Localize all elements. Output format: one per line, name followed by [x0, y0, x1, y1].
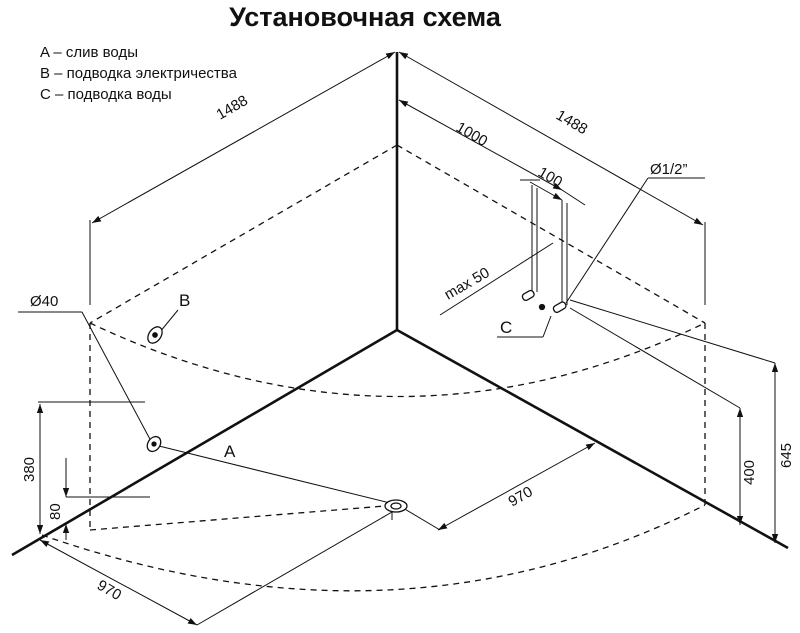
- ext-line-970-left-b: [196, 511, 393, 626]
- label-1488-left: 1488: [214, 92, 251, 123]
- tub-top-left-edge: [89, 144, 398, 324]
- dim-line-1488-left: [91, 51, 396, 224]
- leader-d40: [81, 311, 153, 444]
- floor-left-edge: [11, 328, 398, 557]
- label-point-a: A: [224, 442, 236, 461]
- tub-bottom-front-arc: [41, 504, 706, 592]
- label-point-b: B: [179, 291, 190, 310]
- dim-line-100: [529, 181, 563, 201]
- label-1488-right: 1488: [553, 107, 590, 138]
- drain-inner: [390, 502, 402, 510]
- overflow-dot: [151, 441, 157, 447]
- ext-line-645: [569, 299, 776, 364]
- dim-line-1000: [398, 99, 563, 191]
- point-b-dot: [152, 332, 158, 338]
- label-point-c: C: [500, 318, 512, 337]
- drain-line-a: [154, 444, 391, 504]
- label-400: 400: [741, 460, 758, 485]
- floor-right-edge: [396, 328, 789, 550]
- ext-line-1000: [561, 189, 586, 206]
- dim-line-970-left: [39, 539, 198, 626]
- label-80: 80: [47, 503, 64, 520]
- label-645: 645: [778, 443, 795, 468]
- room-corner: [11, 52, 789, 557]
- dimension-lines: [18, 51, 779, 626]
- bathtub-outline: [41, 144, 706, 592]
- dim-line-970-right: [437, 442, 596, 531]
- connection-points: [146, 289, 567, 513]
- label-d40: Ø40: [30, 293, 58, 310]
- leader-c: [542, 315, 552, 338]
- label-d12: Ø1/2”: [650, 161, 688, 178]
- label-970-left: 970: [94, 577, 124, 604]
- label-380: 380: [21, 457, 38, 482]
- label-970-right: 970: [506, 483, 536, 510]
- label-1000: 1000: [453, 119, 490, 150]
- water-outlet-2: [552, 301, 567, 314]
- tub-top-front-arc: [89, 322, 706, 398]
- dim-line-max50: [439, 242, 554, 316]
- ext-line-400: [569, 307, 741, 409]
- tub-bottom-inner: [89, 504, 398, 531]
- diagram-title: Установочная схема: [229, 2, 501, 32]
- point-c-dot: [538, 303, 546, 311]
- leader-d12: [565, 177, 649, 304]
- dim-line-1488-right: [398, 51, 704, 226]
- dimension-labels: 1488 1488 1000 100 max 50 Ø1/2” Ø40 B A …: [21, 92, 795, 604]
- water-outlet-1: [521, 289, 535, 302]
